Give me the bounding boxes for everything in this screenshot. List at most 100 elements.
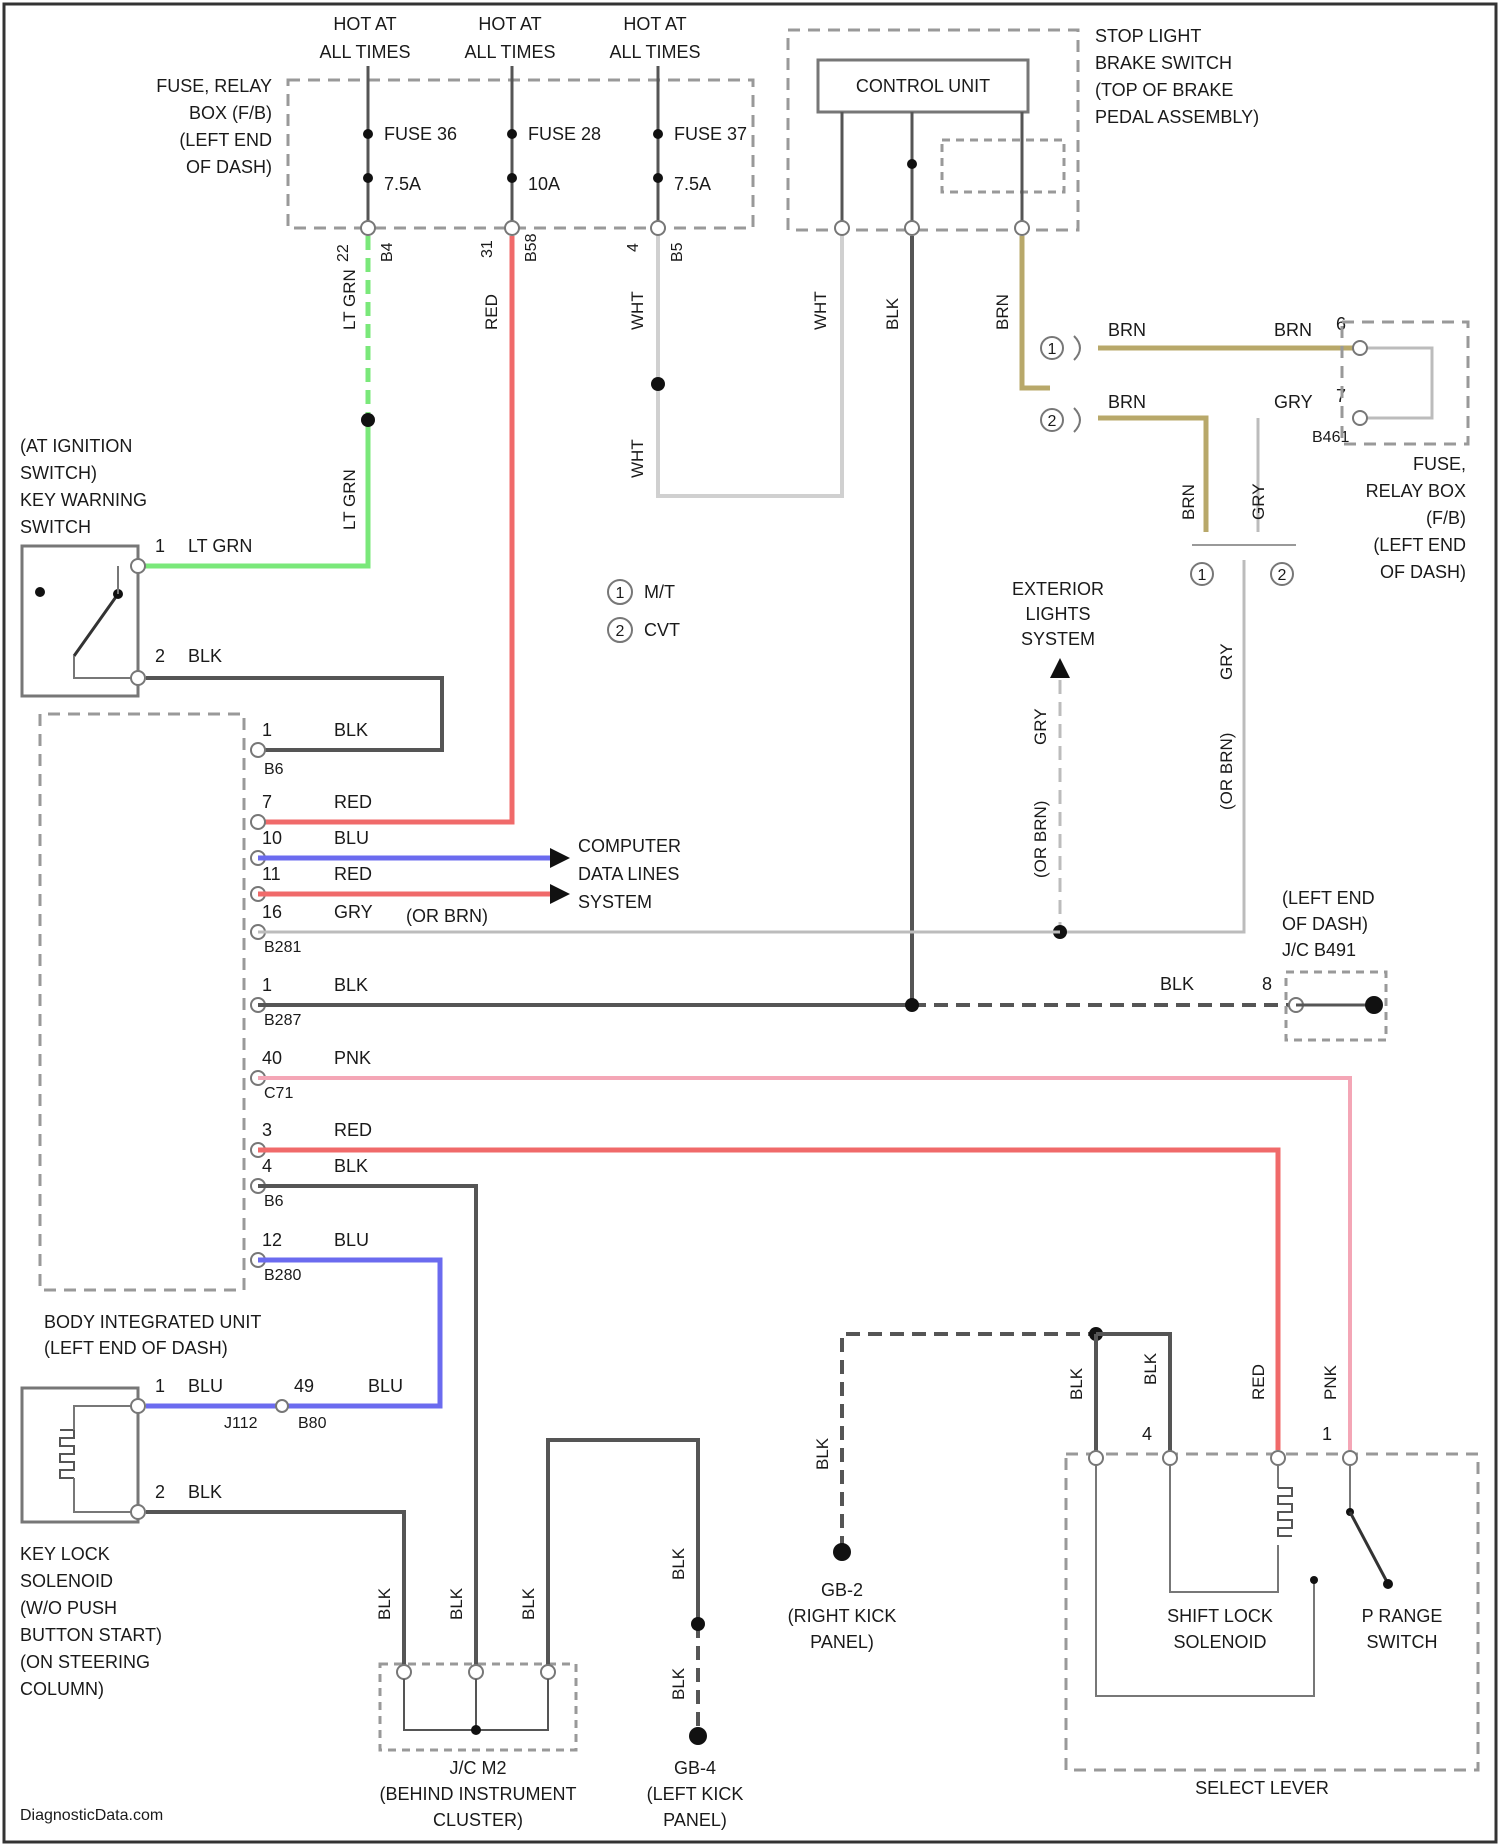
svg-text:1: 1 bbox=[1048, 341, 1057, 358]
stop-light-title-2: BRAKE SWITCH bbox=[1095, 53, 1232, 73]
lt-grn-lower bbox=[138, 420, 368, 566]
fuse2-name: FUSE 28 bbox=[528, 124, 601, 144]
kl-label-4: BUTTON START) bbox=[20, 1625, 162, 1645]
sl-pin-4: 4 bbox=[1142, 1424, 1152, 1444]
fuse2-rating: 10A bbox=[528, 174, 560, 194]
wire-red-fuse28: RED bbox=[258, 236, 512, 822]
p-range-2: SWITCH bbox=[1367, 1632, 1438, 1652]
hot-label-1b: ALL TIMES bbox=[319, 42, 410, 62]
stop-light-title-1: STOP LIGHT bbox=[1095, 26, 1201, 46]
kl-label-1: KEY LOCK bbox=[20, 1544, 110, 1564]
gry-label-3: GRY bbox=[1217, 643, 1236, 680]
kl-blk: BLK bbox=[188, 1482, 222, 1502]
brn-label-2: BRN bbox=[1108, 320, 1146, 340]
m2-blk-2: BLK bbox=[447, 1587, 466, 1620]
computer-lines-2: DATA LINES bbox=[578, 864, 679, 884]
conn-b281: B281 bbox=[264, 939, 301, 956]
arrow-blu-icon bbox=[550, 848, 570, 868]
brake-switch-inner bbox=[942, 140, 1064, 192]
ext-lights-3: SYSTEM bbox=[1021, 629, 1095, 649]
jc-b491-1: (LEFT END bbox=[1282, 888, 1375, 908]
jc-b491-2: OF DASH) bbox=[1282, 914, 1368, 934]
ign-switch-box bbox=[22, 546, 138, 696]
bcm-pin-11: 11 bbox=[262, 864, 281, 884]
gb2-ground: BLK GB-2 (RIGHT KICK PANEL) bbox=[788, 1327, 1103, 1652]
gb4-1: GB-4 bbox=[674, 1758, 716, 1778]
wire-lt-grn: LT GRN LT GRN 1 LT GRN bbox=[138, 236, 375, 566]
gb4-blk-2: BLK bbox=[669, 1667, 688, 1700]
kl-pin-1: 1 bbox=[155, 1376, 165, 1396]
bcm-pin-4: 4 bbox=[262, 1156, 272, 1176]
gb4-3: PANEL) bbox=[663, 1810, 727, 1830]
bcm-label-2: (LEFT END OF DASH) bbox=[44, 1338, 228, 1358]
brn-label-4: BRN bbox=[1108, 392, 1146, 412]
control-unit-label: CONTROL UNIT bbox=[856, 76, 990, 96]
legend-mt: M/T bbox=[644, 582, 675, 602]
watermark: DiagnosticData.com bbox=[20, 1807, 163, 1824]
bcm-pin-1a: 1 bbox=[262, 720, 272, 740]
key-warning-switch: (AT IGNITION SWITCH) KEY WARNING SWITCH … bbox=[20, 436, 442, 750]
svg-text:2: 2 bbox=[616, 623, 625, 640]
or-brn-label-2: (OR BRN) bbox=[1031, 801, 1050, 878]
red-label-1: RED bbox=[482, 294, 501, 330]
m2-blk-3: BLK bbox=[519, 1587, 538, 1620]
arrow-red-icon bbox=[550, 884, 570, 904]
pin-4: 4 bbox=[625, 243, 642, 252]
gb2-1: GB-2 bbox=[821, 1580, 863, 1600]
stop-light-title-4: PEDAL ASSEMBLY) bbox=[1095, 107, 1259, 127]
wht-label-2: WHT bbox=[628, 439, 647, 478]
ext-lights-arrow-icon bbox=[1050, 658, 1070, 678]
jc-pin-8: 8 bbox=[1262, 974, 1272, 994]
kl-label-3: (W/O PUSH bbox=[20, 1598, 117, 1618]
bcm-gry-1: GRY bbox=[334, 902, 373, 922]
kl-label-6: COLUMN) bbox=[20, 1679, 104, 1699]
kl-pin-49: 49 bbox=[294, 1376, 314, 1396]
fuse1-rating: 7.5A bbox=[384, 174, 421, 194]
legend-cvt: CVT bbox=[644, 620, 680, 640]
fuse-right-2: RELAY BOX bbox=[1366, 481, 1466, 501]
conn-b6-1: B6 bbox=[264, 761, 284, 778]
bcm-pin-16: 16 bbox=[262, 902, 282, 922]
bcm-red-2: RED bbox=[334, 864, 372, 884]
svg-text:1: 1 bbox=[616, 585, 625, 602]
fuse3-rating: 7.5A bbox=[674, 174, 711, 194]
conn-j112: J112 bbox=[224, 1415, 258, 1432]
brn-label-1: BRN bbox=[993, 294, 1012, 330]
gb4-blk-1: BLK bbox=[669, 1547, 688, 1580]
body-integrated-unit: BODY INTEGRATED UNIT (LEFT END OF DASH) bbox=[40, 714, 261, 1358]
p-range-switch-icon bbox=[1350, 1512, 1386, 1580]
shift-lock-coil-icon bbox=[1278, 1488, 1292, 1536]
bcm-red-1: RED bbox=[334, 792, 372, 812]
pin-31: 31 bbox=[479, 240, 496, 258]
ign-label-3: KEY WARNING bbox=[20, 490, 147, 510]
sl-blk-1: BLK bbox=[1067, 1367, 1086, 1400]
sl-pnk: PNK bbox=[1321, 1364, 1340, 1400]
ext-lights-1: EXTERIOR bbox=[1012, 579, 1104, 599]
jc-b491: (LEFT END OF DASH) J/C B491 BLK 8 bbox=[1160, 888, 1386, 1040]
fuse1-name: FUSE 36 bbox=[384, 124, 457, 144]
bcm-blu-2: BLU bbox=[334, 1230, 369, 1250]
p-range-1: P RANGE bbox=[1362, 1606, 1443, 1626]
diagram-border bbox=[4, 4, 1496, 1842]
sl-red: RED bbox=[1249, 1364, 1268, 1400]
fuse-right-5: OF DASH) bbox=[1380, 562, 1466, 582]
jc-m2: BLK BLK BLK BLK BLK J/C M2 (BEHIND INSTR… bbox=[375, 1440, 743, 1830]
wht-label-1: WHT bbox=[628, 291, 647, 330]
bcm-pin-7: 7 bbox=[262, 792, 272, 812]
shift-lock-2: SOLENOID bbox=[1173, 1632, 1266, 1652]
fuse-right-4: (LEFT END bbox=[1373, 535, 1466, 555]
bcm-pin-12: 12 bbox=[262, 1230, 282, 1250]
fuse-box-label-3: (LEFT END bbox=[179, 130, 272, 150]
conn-b80: B80 bbox=[298, 1415, 327, 1432]
pin-2-ign: 2 bbox=[155, 646, 165, 666]
brn-label-5: BRN bbox=[1179, 484, 1198, 520]
bcm-pin-10: 10 bbox=[262, 828, 282, 848]
hot-label-1: HOT AT bbox=[333, 14, 396, 34]
blk-label-ign: BLK bbox=[188, 646, 222, 666]
fuse-box-label-4: OF DASH) bbox=[186, 157, 272, 177]
gry-label-2: GRY bbox=[1249, 483, 1268, 520]
kl-blu-2: BLU bbox=[368, 1376, 403, 1396]
computer-lines-3: SYSTEM bbox=[578, 892, 652, 912]
hot-label-3: HOT AT bbox=[623, 14, 686, 34]
